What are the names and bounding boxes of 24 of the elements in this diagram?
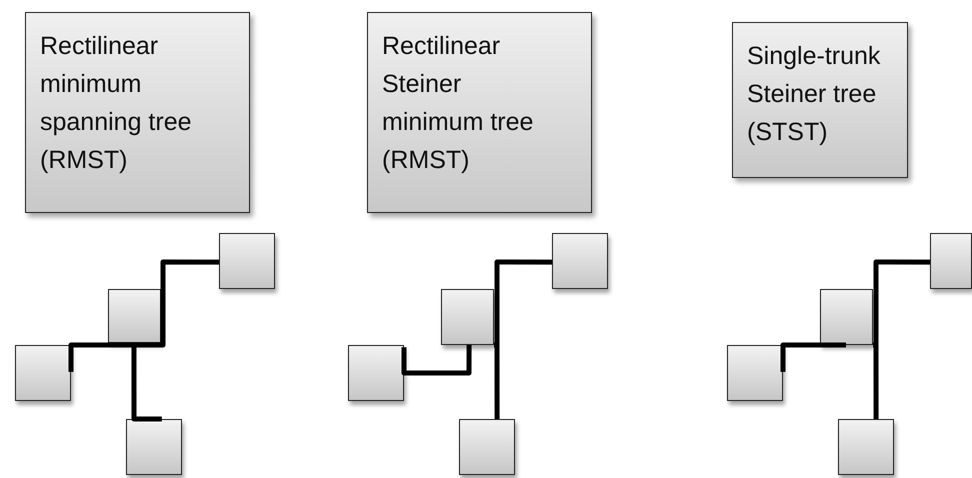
box-title: Rectilinear minimum spanning tree (RMST) [40,31,193,176]
box-title: Rectilinear Steiner minimum tree (RMST) [382,31,534,176]
wire [873,342,879,419]
pin-square [930,233,972,289]
pin-square [219,233,275,289]
wire [494,342,500,419]
pin-square [108,289,161,343]
wire [402,345,472,376]
pin-square [820,289,873,345]
pin-square [348,345,404,401]
pin-square [441,289,494,345]
pin-square [459,419,515,475]
label-box [732,22,908,178]
pin-square [552,233,608,289]
pin-square [838,419,894,475]
label-box [367,12,592,213]
wire [780,342,846,372]
pin-square [126,419,182,475]
wire [131,260,219,348]
box-title: Single-trunk Steiner tree (STST) [747,41,882,148]
label-box [25,12,250,213]
wire [68,342,136,372]
pin-square [15,345,71,401]
pin-square [727,345,783,401]
